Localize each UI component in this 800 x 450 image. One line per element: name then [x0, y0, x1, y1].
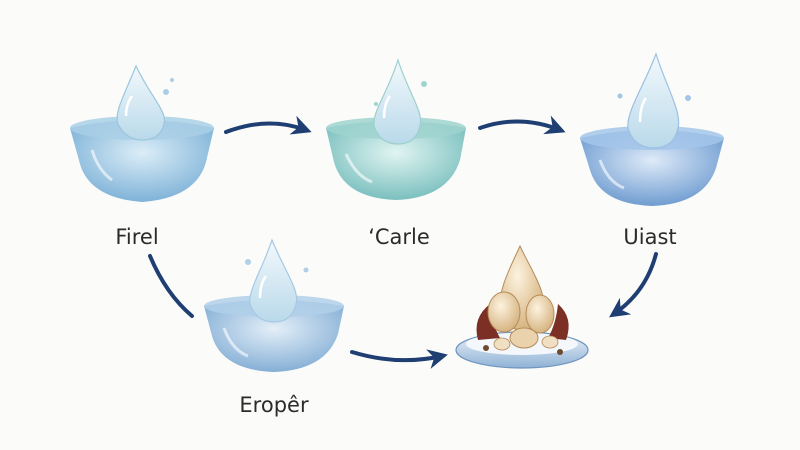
- stage-label: ʻCarle: [368, 225, 430, 249]
- seed-dish-icon: [455, 244, 589, 369]
- stage-uiast: Uiast: [580, 52, 724, 249]
- arrow-uiast-to-dish: [609, 252, 658, 318]
- water-drop-bowl-icon: [204, 238, 344, 372]
- arrow-firel-to-carle: [224, 115, 312, 135]
- stage-carle: ʻCarle: [326, 57, 466, 249]
- water-drop-bowl-icon: [326, 57, 466, 200]
- stage-label: Firel: [115, 225, 158, 249]
- arrow-carle-to-uiast: [478, 115, 566, 135]
- stage-eroper: Eropêr: [204, 238, 344, 417]
- stage-label: Uiast: [623, 225, 676, 249]
- water-drop-bowl-icon: [70, 64, 214, 202]
- water-drop-bowl-icon: [580, 52, 724, 206]
- stage-label: Eropêr: [239, 393, 309, 417]
- arrow-eroper-to-dish: [350, 349, 448, 369]
- connector-firel-to-eroper: [148, 254, 194, 318]
- stage-firel: Firel: [70, 64, 214, 249]
